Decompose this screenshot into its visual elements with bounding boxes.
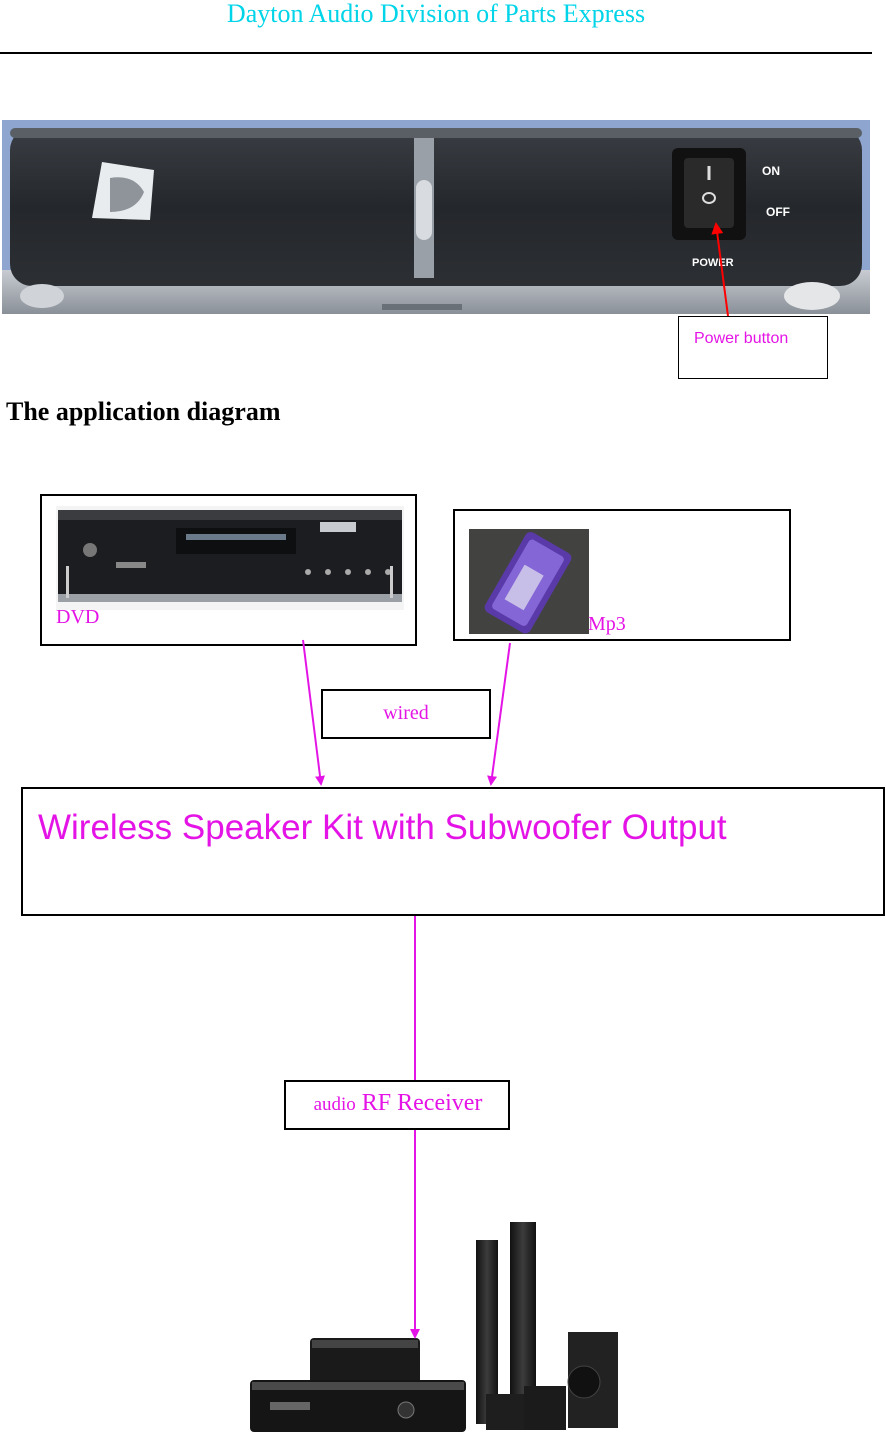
mp3-to-main-arrow bbox=[491, 643, 510, 784]
power-button-pointer-arrow bbox=[716, 224, 728, 316]
dvd-to-main-arrow bbox=[303, 640, 321, 784]
